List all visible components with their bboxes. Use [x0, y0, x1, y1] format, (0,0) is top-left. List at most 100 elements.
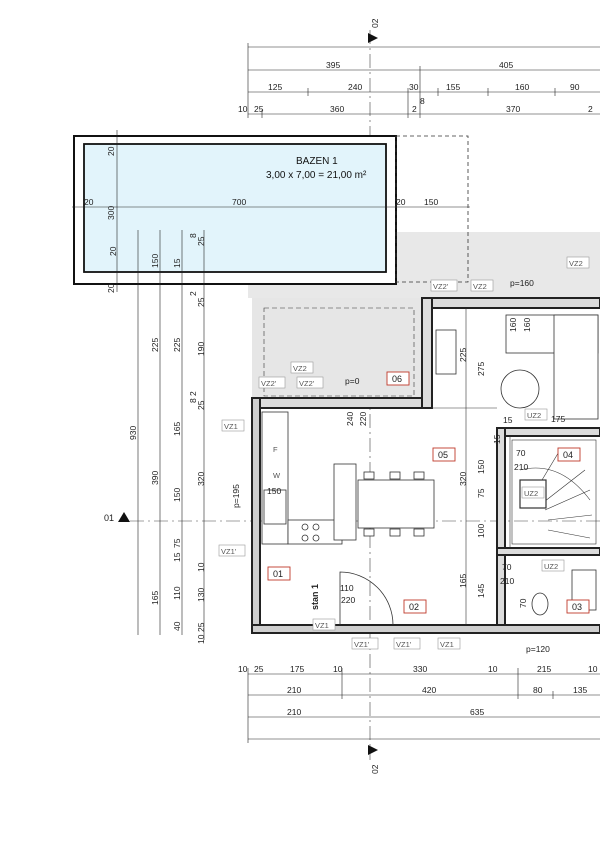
left-dimension-col4: 15 8 25 25 2 190 25 2 8 320 10 130 25 10	[172, 233, 206, 644]
svg-text:BAZEN 1: BAZEN 1	[296, 156, 338, 167]
section-marker-left: 01	[104, 512, 130, 523]
svg-text:VZ1: VZ1	[315, 621, 329, 630]
svg-text:01: 01	[104, 513, 114, 523]
svg-text:225: 225	[458, 348, 468, 362]
svg-text:UZ2: UZ2	[544, 562, 558, 571]
svg-text:220: 220	[358, 412, 368, 426]
svg-text:p=120: p=120	[526, 644, 550, 654]
svg-text:10: 10	[196, 562, 206, 572]
svg-text:75: 75	[476, 488, 486, 498]
svg-text:25: 25	[196, 297, 206, 307]
entrance-door	[339, 571, 394, 626]
svg-text:420: 420	[422, 685, 436, 695]
left-dimension-total: 930	[128, 426, 138, 440]
svg-text:130: 130	[196, 588, 206, 602]
svg-text:175: 175	[290, 664, 304, 674]
left-dimension-lines	[137, 230, 205, 640]
room-numbers: 06 05 04 01 02 03	[273, 374, 582, 612]
svg-text:20: 20	[396, 197, 406, 207]
coffee-table	[500, 369, 540, 409]
top-dimension-row1: 395 405	[326, 60, 513, 70]
svg-text:10: 10	[238, 664, 248, 674]
svg-text:10: 10	[588, 664, 598, 674]
left-dimension-col2: 225 390 165	[150, 338, 160, 605]
svg-text:100: 100	[476, 524, 486, 538]
svg-text:05: 05	[438, 450, 448, 460]
svg-text:370: 370	[506, 104, 520, 114]
svg-text:10: 10	[333, 664, 343, 674]
svg-text:25: 25	[254, 664, 264, 674]
svg-text:405: 405	[499, 60, 513, 70]
top-dimension-row3: 10 25 360 2 8 370 2	[238, 96, 593, 114]
top-dimension-lines	[247, 43, 600, 118]
dining-table	[333, 463, 435, 541]
svg-text:150: 150	[172, 488, 182, 502]
top-dimension-row2: 125 240 30 155 160 90	[268, 82, 580, 92]
svg-text:150: 150	[424, 197, 438, 207]
svg-text:160: 160	[508, 318, 518, 332]
svg-text:165: 165	[458, 574, 468, 588]
svg-text:03: 03	[572, 602, 582, 612]
svg-text:VZ2': VZ2'	[261, 379, 277, 388]
svg-text:210: 210	[287, 685, 301, 695]
pool	[72, 130, 470, 292]
svg-text:160: 160	[515, 82, 529, 92]
svg-text:360: 360	[330, 104, 344, 114]
svg-text:175: 175	[551, 414, 565, 424]
section-marker-top: 02	[368, 18, 380, 43]
left-dimension-col3: 150 225 165 150 75 15 110 40	[150, 254, 182, 631]
svg-text:VZ1: VZ1	[224, 422, 238, 431]
svg-text:20: 20	[84, 197, 94, 207]
pool-labels: BAZEN 1 3,00 x 7,00 = 21,00 m²	[266, 156, 367, 181]
svg-text:W: W	[273, 471, 281, 480]
room-badges	[267, 371, 590, 614]
bottom-dimension-row2: 210 420 80 135	[287, 685, 587, 695]
svg-text:15: 15	[503, 415, 513, 425]
svg-text:01: 01	[273, 569, 283, 579]
svg-text:F: F	[273, 445, 278, 454]
svg-text:UZ2: UZ2	[524, 489, 538, 498]
svg-text:2: 2	[188, 291, 198, 296]
svg-text:8: 8	[188, 233, 198, 238]
svg-text:04: 04	[563, 450, 573, 460]
svg-text:15: 15	[172, 258, 182, 268]
svg-text:VZ2': VZ2'	[433, 282, 449, 291]
level-marks: p=160 p=0 p=195 p=120	[231, 278, 550, 654]
svg-text:15: 15	[172, 552, 182, 562]
svg-text:p=0: p=0	[345, 376, 360, 386]
svg-text:2: 2	[188, 391, 198, 396]
svg-text:150: 150	[267, 486, 281, 496]
svg-text:125: 125	[268, 82, 282, 92]
svg-text:02: 02	[409, 602, 419, 612]
svg-text:8: 8	[420, 96, 425, 106]
svg-text:8: 8	[188, 398, 198, 403]
svg-text:10: 10	[196, 634, 206, 644]
svg-text:75: 75	[172, 538, 182, 548]
svg-text:275: 275	[476, 362, 486, 376]
svg-text:150: 150	[150, 254, 160, 268]
svg-text:25: 25	[196, 400, 206, 410]
svg-text:320: 320	[458, 472, 468, 486]
tv-unit	[435, 329, 457, 375]
svg-text:150: 150	[476, 460, 486, 474]
svg-text:VZ1': VZ1'	[221, 547, 237, 556]
bottom-dimension-row1: 10 25 175 10 330 10 215 10	[238, 664, 598, 674]
svg-text:90: 90	[570, 82, 580, 92]
svg-text:165: 165	[150, 591, 160, 605]
svg-text:VZ1': VZ1'	[396, 640, 412, 649]
svg-text:80: 80	[533, 685, 543, 695]
interior-dimensions: 160 160 225 275 240 220 320 150 75 100 1…	[267, 318, 565, 608]
svg-text:110: 110	[340, 583, 354, 593]
svg-text:110: 110	[172, 586, 182, 600]
svg-text:30: 30	[409, 82, 419, 92]
svg-text:240: 240	[345, 412, 355, 426]
svg-text:70: 70	[518, 598, 528, 608]
section-marker-bottom: 02	[368, 745, 380, 774]
svg-text:15: 15	[492, 434, 502, 444]
svg-text:320: 320	[196, 472, 206, 486]
svg-text:240: 240	[348, 82, 362, 92]
svg-text:210: 210	[287, 707, 301, 717]
svg-text:06: 06	[392, 374, 402, 384]
pool-dimensions: 20 20 700 20 150 300 20 20	[84, 146, 438, 293]
bottom-dimension-row3: 210 635	[287, 707, 484, 717]
